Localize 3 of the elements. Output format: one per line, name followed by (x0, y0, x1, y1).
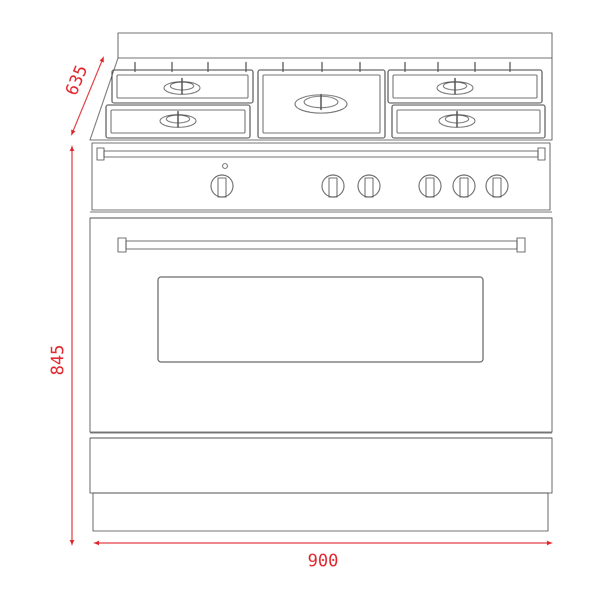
dimension-label: 845 (50, 346, 64, 374)
dimension-label: 900 (308, 554, 338, 566)
dimension-label: 635 (66, 66, 86, 94)
